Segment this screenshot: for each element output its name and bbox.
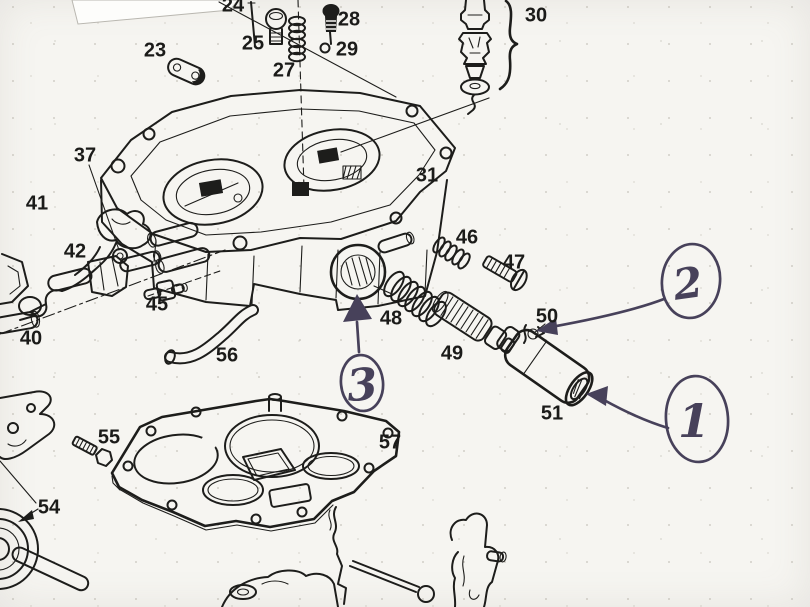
part-label-57: 57 <box>378 431 402 454</box>
part-55-screw <box>71 435 113 467</box>
part-label-50: 50 <box>535 305 559 328</box>
part-31-carburetor-body <box>100 89 456 311</box>
part-30-needle-valve <box>458 0 519 115</box>
part-45-valve <box>143 279 188 302</box>
part-label-23: 23 <box>143 39 167 62</box>
part-label-27: 27 <box>272 59 296 82</box>
part-label-41: 41 <box>25 192 49 215</box>
part-48-spring <box>383 270 447 328</box>
part-label-25: 25 <box>241 32 265 55</box>
part-label-48: 48 <box>379 307 403 330</box>
part-label-46: 46 <box>455 226 479 249</box>
part-42-shaft <box>47 250 162 297</box>
part-label-51: 51 <box>540 402 564 425</box>
part-25-screw <box>265 8 287 45</box>
annotation-circle-3: 3 <box>339 294 385 413</box>
part-label-49: 49 <box>440 342 464 365</box>
handwritten-annotations: 3 2 1 <box>339 242 730 464</box>
handwritten-1: 1 <box>678 394 710 448</box>
part-51-sleeve <box>496 326 594 407</box>
bracket-part <box>0 390 56 460</box>
part-24-pin <box>247 1 256 47</box>
white-page-corner <box>71 0 239 25</box>
part-label-31: 31 <box>415 164 439 187</box>
part-49-piston <box>431 290 516 354</box>
part-label-40: 40 <box>19 327 43 350</box>
part-56-hose <box>164 304 259 365</box>
part-57-gasket <box>110 393 401 532</box>
part-47-screw <box>482 255 528 292</box>
part-label-47: 47 <box>502 251 526 274</box>
part-label-54: 54 <box>37 496 61 519</box>
part-label-29: 29 <box>335 38 359 61</box>
handwritten-2: 2 <box>669 257 706 310</box>
part-label-28: 28 <box>337 8 361 31</box>
part-label-42: 42 <box>63 240 87 263</box>
part-46-spring <box>432 236 471 270</box>
part-23-link <box>167 57 206 86</box>
annotation-circle-1: 1 <box>586 374 730 464</box>
part-29-ring <box>319 42 331 54</box>
part-label-55: 55 <box>97 426 121 449</box>
throttle-body-bottom <box>221 506 507 607</box>
annotation-circle-2: 2 <box>536 242 722 335</box>
part-label-45: 45 <box>145 293 169 316</box>
part-40-rod <box>0 310 41 335</box>
part-28-screw <box>322 4 340 45</box>
part-label-24: 24 <box>221 0 245 17</box>
part-label-56: 56 <box>215 344 239 367</box>
handwritten-3: 3 <box>345 359 380 412</box>
part-27-spring <box>288 15 306 63</box>
part-54-diaphragm <box>0 508 90 592</box>
part-label-30: 30 <box>524 4 548 27</box>
part-label-37: 37 <box>73 144 97 167</box>
